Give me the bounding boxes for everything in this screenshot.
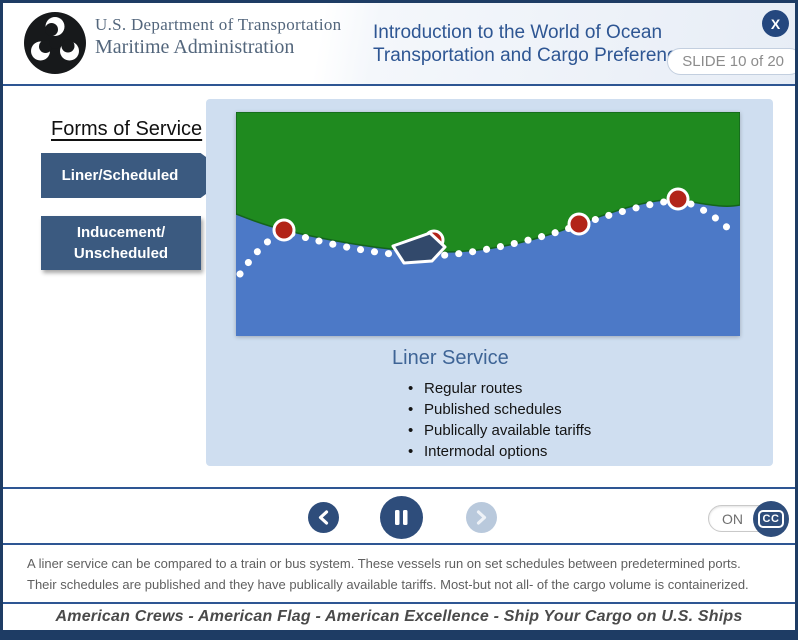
closed-caption-box: A liner service can be compared to a tra… [3,545,795,604]
agency-line1: U.S. Department of Transportation [95,15,342,34]
bullet-published-schedules: Published schedules [406,399,591,420]
inducement-unscheduled-label: Inducement/ Unscheduled [73,224,169,262]
forms-of-service-heading: Forms of Service [51,118,203,140]
pause-button[interactable] [380,496,423,539]
sidebar-item-inducement-unscheduled[interactable]: Inducement/ Unscheduled [41,216,201,270]
bottom-navy-strip [3,630,795,637]
cc-button[interactable]: CC [753,501,789,537]
agency-name: U.S. Department of Transportation Mariti… [95,15,341,59]
chevron-left-icon [318,510,329,525]
bullet-regular-routes: Regular routes [406,378,591,399]
closed-captions-toggle[interactable]: ON CC [708,501,789,537]
liner-scheduled-label: Liner/Scheduled [61,167,179,184]
pause-icon [395,510,408,525]
footer-tagline: American Crews - American Flag - America… [55,608,743,625]
port-marker-1 [272,218,296,242]
footer-banner: American Crews - American Flag - America… [3,604,795,630]
liner-service-heading: Liner Service [392,347,509,369]
dot-logo-icon [24,12,86,74]
liner-service-bullet-list: Regular routes Published schedules Publi… [406,378,591,462]
caption-text: A liner service can be compared to a tra… [27,556,749,592]
agency-line2: Maritime Administration [95,36,295,58]
header: U.S. Department of Transportation Mariti… [3,3,795,86]
next-button-disabled[interactable] [466,502,497,533]
course-title-line1: Introduction to the World of Ocean [373,22,663,43]
cc-state-label: ON [722,510,743,527]
slide-counter-badge: SLIDE 10 of 20 [667,48,795,75]
route-map-image [236,112,740,336]
course-title: Introduction to the World of Ocean Trans… [373,21,687,67]
port-marker-2 [567,212,591,236]
playback-control-bar: ON CC [3,487,795,545]
ship-icon[interactable] [391,231,447,265]
bullet-publically-available-tariffs: Publically available tariffs [406,420,591,441]
bullet-intermodal-options: Intermodal options [406,441,591,462]
port-marker-3 [666,187,690,211]
chevron-right-icon [476,510,487,525]
close-button[interactable]: X [762,10,789,37]
course-title-line2: Transportation and Cargo Preference [373,45,688,66]
cc-icon: CC [757,510,785,528]
previous-button[interactable] [308,502,339,533]
slide-content-panel: Liner Service Regular routes Published s… [206,99,773,466]
sidebar-item-liner-scheduled[interactable]: Liner/Scheduled [41,153,231,198]
